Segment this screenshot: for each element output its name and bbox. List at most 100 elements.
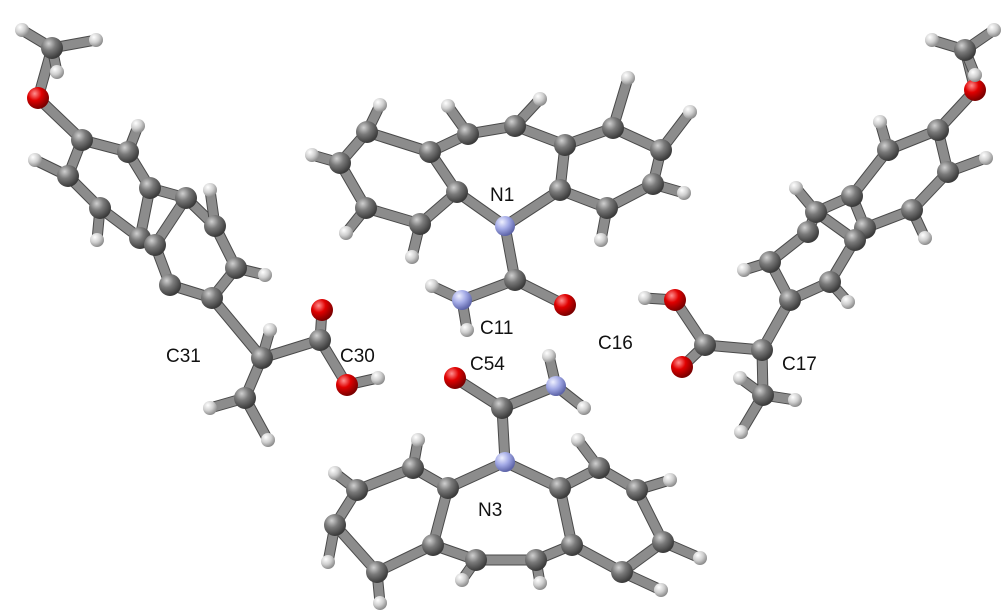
hydrogen-atom — [261, 433, 275, 447]
carbon-atom — [554, 134, 576, 156]
hydrogen-atom — [321, 555, 335, 569]
carbon-atom — [89, 197, 111, 219]
hydrogen-atom — [737, 263, 751, 277]
carbon-atom — [844, 229, 866, 251]
carbon-atom — [139, 177, 161, 199]
hydrogen-atom — [405, 250, 419, 264]
carbon-atom — [759, 251, 781, 273]
hydrogen-atom — [683, 105, 697, 119]
carbon-atom — [422, 534, 444, 556]
label-c54: C54 — [470, 354, 505, 375]
hydrogen-atom — [677, 186, 691, 200]
carbon-atom — [159, 274, 181, 296]
carbon-atom — [419, 141, 441, 163]
hydrogen-atom — [788, 393, 802, 407]
carbon-atom — [402, 457, 424, 479]
hydrogen-atom — [90, 233, 104, 247]
carbon-atom — [446, 181, 468, 203]
carbon-atom — [751, 339, 773, 361]
carbon-atom — [346, 479, 368, 501]
bonds-layer — [16, 24, 1000, 609]
carbon-atom — [525, 549, 547, 571]
carbon-atom — [596, 197, 618, 219]
hydrogen-atom — [50, 65, 64, 79]
carbon-atom — [819, 271, 841, 293]
carbon-atom — [437, 477, 459, 499]
carbon-atom — [175, 187, 197, 209]
carbon-atom — [549, 179, 571, 201]
hydrogen-atom — [734, 425, 748, 439]
carbon-atom — [204, 215, 226, 237]
carbon-atom — [588, 457, 610, 479]
oxygen-atom — [964, 79, 986, 101]
label-c31: C31 — [166, 346, 201, 367]
nitrogen-atom — [495, 452, 515, 472]
carbon-atom — [251, 347, 273, 369]
carbon-atom — [355, 197, 377, 219]
oxygen-atom — [311, 299, 333, 321]
carbon-atom — [117, 141, 139, 163]
carbon-atom — [779, 289, 801, 311]
carbon-atom — [457, 123, 479, 145]
carbon-atom — [937, 161, 959, 183]
hydrogen-atom — [455, 573, 469, 587]
oxygen-atom — [444, 367, 466, 389]
carbon-atom — [225, 257, 247, 279]
carbon-atom — [650, 139, 672, 161]
hydrogen-atom — [373, 596, 387, 610]
oxygen-atom — [664, 289, 686, 311]
carbon-atom — [927, 119, 949, 141]
carbon-atom — [549, 477, 571, 499]
carbon-atom — [41, 37, 63, 59]
carbon-atom — [611, 561, 633, 583]
carbon-atom — [491, 397, 513, 419]
hydrogen-atom — [594, 233, 608, 247]
carbon-atom — [465, 549, 487, 571]
carbon-atom — [329, 152, 351, 174]
carbon-atom — [797, 221, 819, 243]
hydrogen-atom — [258, 268, 272, 282]
hydrogen-atom — [789, 181, 803, 195]
carbon-atom — [805, 201, 827, 223]
hydrogen-atom — [203, 183, 217, 197]
carbon-atom — [71, 129, 93, 151]
carbon-atom — [954, 39, 976, 61]
hydrogen-atom — [542, 349, 556, 363]
carbon-atom — [409, 213, 431, 235]
hydrogen-atom — [15, 23, 29, 37]
label-c11: C11 — [480, 318, 513, 339]
hydrogen-atom — [621, 71, 635, 85]
label-c30: C30 — [340, 346, 375, 367]
hydrogen-atom — [441, 99, 455, 113]
nitrogen-atom — [452, 290, 472, 310]
hydrogen-atom — [918, 231, 932, 245]
carbon-atom — [504, 115, 526, 137]
label-n3: N3 — [478, 500, 502, 521]
hydrogen-atom — [693, 551, 707, 565]
hydrogen-atom — [968, 68, 982, 82]
hydrogen-atom — [873, 115, 887, 129]
atoms-layer — [15, 23, 1001, 610]
carbon-atom — [602, 117, 624, 139]
carbon-atom — [561, 534, 583, 556]
hydrogen-atom — [533, 576, 547, 590]
hydrogen-atom — [925, 33, 939, 47]
oxygen-atom — [671, 356, 693, 378]
carbon-atom — [504, 269, 526, 291]
hydrogen-atom — [638, 291, 652, 305]
carbon-atom — [841, 185, 863, 207]
hydrogen-atom — [577, 401, 591, 415]
hydrogen-atom — [203, 401, 217, 415]
hydrogen-atom — [131, 119, 145, 133]
hydrogen-atom — [654, 583, 668, 597]
hydrogen-atom — [263, 323, 277, 337]
carbon-atom — [626, 479, 648, 501]
hydrogen-atom — [339, 226, 353, 240]
hydrogen-atom — [987, 23, 1001, 37]
carbon-atom — [356, 121, 378, 143]
nitrogen-atom — [546, 376, 566, 396]
carbon-atom — [234, 387, 256, 409]
carbon-atom — [877, 139, 899, 161]
oxygen-atom — [336, 374, 358, 396]
